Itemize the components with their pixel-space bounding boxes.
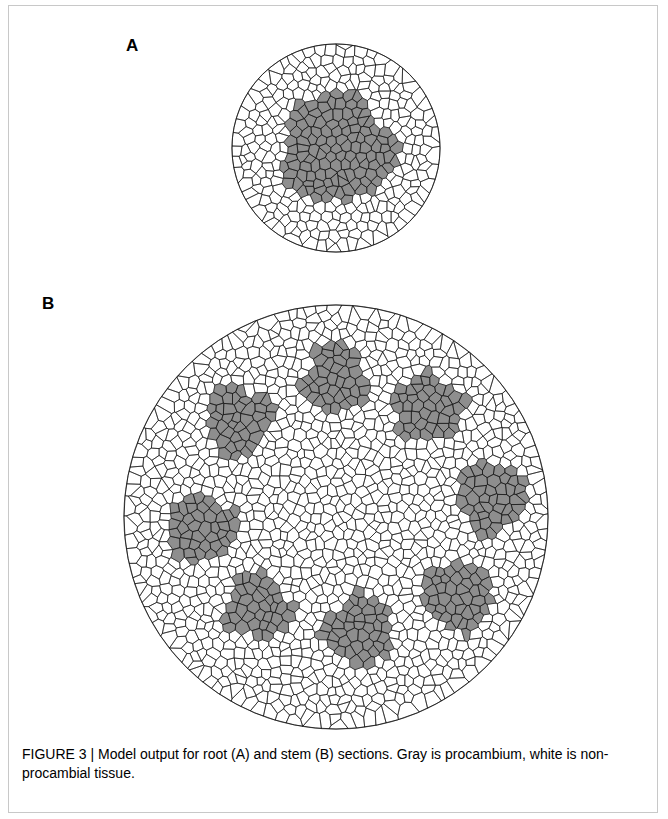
section-outline (232, 44, 440, 252)
white-tissue-cells (232, 44, 440, 252)
figure-caption: FIGURE 3 | Model output for root (A) and… (22, 745, 642, 783)
procambium-cells (167, 339, 529, 670)
section-outline (124, 305, 548, 729)
procambium-cells (280, 88, 404, 205)
white-tissue-cells (124, 305, 548, 729)
panel-letter: B (42, 294, 54, 314)
panel-letter: A (126, 36, 138, 56)
